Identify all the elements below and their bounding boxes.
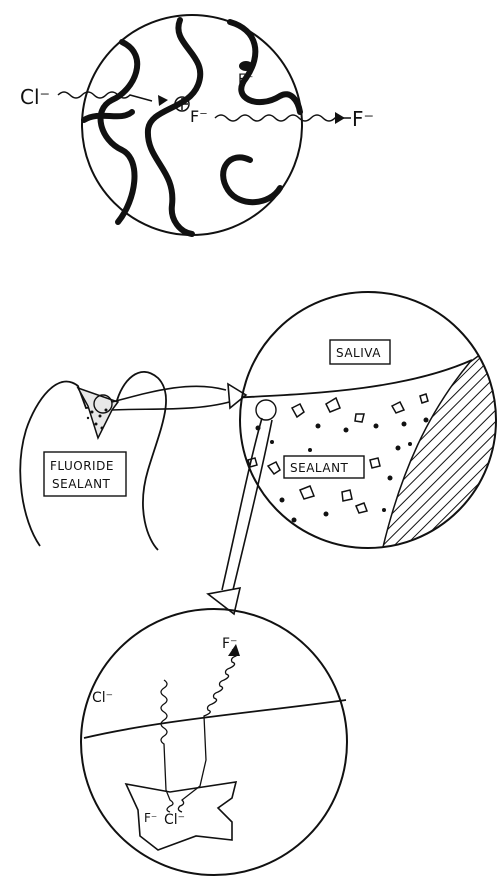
zoom-connector-arrow: [112, 386, 236, 410]
sealant-focus-circle: [256, 400, 276, 420]
bottom-f-particle-label: F⁻: [144, 811, 157, 825]
top-released-f-label: F⁻: [352, 107, 374, 131]
bound-site-plus-icon: [175, 97, 189, 111]
sealant-label: SEALANT: [290, 461, 349, 475]
saliva-sealant-boundary: [230, 360, 472, 398]
zoom-down-connector: [222, 418, 272, 594]
fissure-sealant-fill: [78, 388, 118, 438]
bottom-f-top-label: F⁻: [222, 636, 237, 652]
zoom-circle-content: [230, 340, 500, 560]
cl-entry-arrowhead: [158, 95, 168, 106]
f-release-wavy-arrow: [215, 115, 351, 121]
saliva-label: SALIVA: [336, 346, 381, 360]
cl-entry-wavy-arrow: [58, 92, 152, 101]
f-release-arrowhead: [335, 112, 345, 124]
bottom-surface-line: [84, 700, 346, 738]
polymer-chains: [84, 20, 300, 234]
tooth-label-line1: FLUORIDE: [50, 459, 114, 473]
top-mobile-f-label: F⁻: [238, 72, 253, 88]
top-bound-f-label: F⁻: [190, 107, 208, 126]
bottom-cl-particle-label: Cl⁻: [164, 812, 185, 828]
bottom-particle-panel: Cl⁻ F⁻ F⁻ Cl⁻: [81, 609, 347, 875]
middle-sealant-panel: FLUORIDE SEALANT: [20, 292, 500, 614]
top-network-panel: Cl⁻ F⁻ F⁻ F⁻: [20, 15, 374, 235]
bottom-cl-top-label: Cl⁻: [92, 690, 113, 706]
mobile-site-minus-icon: [239, 61, 253, 71]
top-cl-ion-label: Cl⁻: [20, 85, 50, 109]
tooth-label-line2: SEALANT: [52, 477, 111, 491]
